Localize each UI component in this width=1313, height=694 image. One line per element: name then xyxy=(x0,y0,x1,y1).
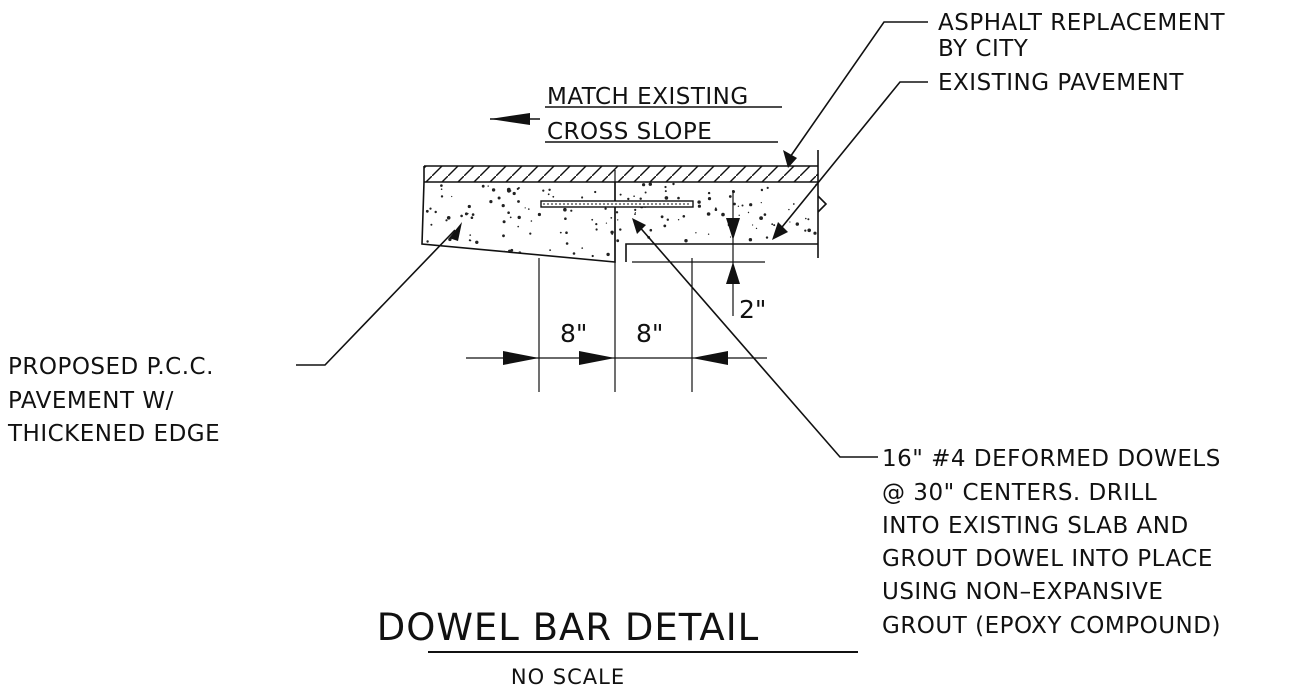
dowel-note-line-2: @ 30" CENTERS. DRILL xyxy=(882,480,1157,506)
existing-pavement-label: EXISTING PAVEMENT xyxy=(938,70,1184,96)
dowel-note-line-5: USING NON–EXPANSIVE xyxy=(882,579,1163,605)
asphalt-label-line-2: BY CITY xyxy=(938,36,1029,62)
dowel-note-line-1: 16" #4 DEFORMED DOWELS xyxy=(882,446,1221,472)
asphalt-layer xyxy=(423,165,818,183)
dimension-depth: 2" xyxy=(739,295,766,324)
proposed-label-line-1: PROPOSED P.C.C. xyxy=(8,354,214,380)
dimension-left: 8" xyxy=(560,319,587,348)
existing-slab xyxy=(615,150,828,262)
horizontal-dimensions xyxy=(466,258,767,392)
detail-title: DOWEL BAR DETAIL xyxy=(377,606,760,649)
slope-arrow xyxy=(490,106,782,143)
asphalt-leader xyxy=(783,21,928,168)
dowel-note-line-6: GROUT (EPOXY COMPOUND) xyxy=(882,613,1221,639)
dimension-right: 8" xyxy=(636,319,663,348)
existing-pavement-leader xyxy=(772,81,928,240)
asphalt-label-line-1: ASPHALT REPLACEMENT xyxy=(938,10,1225,36)
dowel-note-line-3: INTO EXISTING SLAB AND xyxy=(882,513,1189,539)
depth-dimension xyxy=(632,190,765,316)
dowel-bar xyxy=(540,200,694,208)
proposed-label-line-2: PAVEMENT W/ xyxy=(8,388,174,414)
dowel-note-line-4: GROUT DOWEL INTO PLACE xyxy=(882,546,1213,572)
proposed-leader xyxy=(296,222,462,366)
match-slope-line-1: MATCH EXISTING xyxy=(547,84,749,110)
scale-note: NO SCALE xyxy=(511,665,625,689)
match-slope-line-2: CROSS SLOPE xyxy=(547,119,712,145)
proposed-pcc-slab xyxy=(421,181,616,263)
dowel-leader xyxy=(632,218,878,458)
proposed-label-line-3: THICKENED EDGE xyxy=(7,421,220,447)
